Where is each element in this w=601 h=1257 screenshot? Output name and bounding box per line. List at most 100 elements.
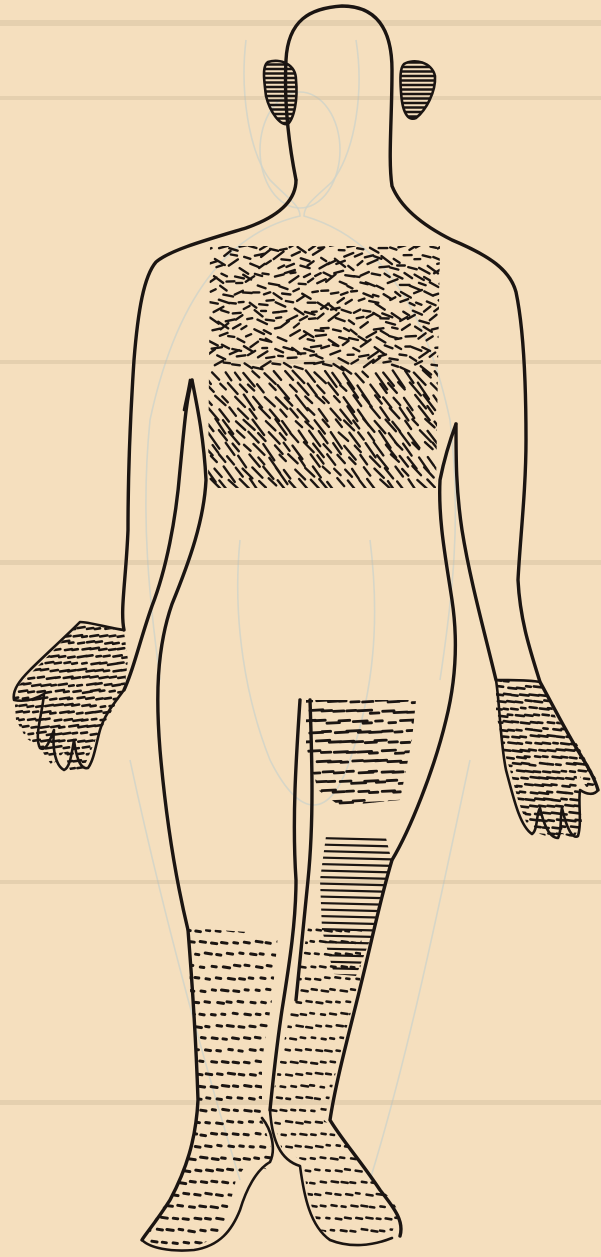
hatch-stroke: [539, 806, 545, 807]
hatch-stroke: [266, 1087, 271, 1088]
hatch-stroke: [249, 978, 253, 979]
hatch-stroke: [50, 699, 56, 700]
hatch-stroke: [321, 1087, 324, 1088]
hatch-stroke: [339, 433, 348, 441]
hatch-stroke: [556, 680, 562, 681]
hatch-stroke: [151, 1169, 156, 1170]
hatch-stroke: [584, 693, 590, 694]
hatch-stroke: [307, 1073, 311, 1074]
hatch-stroke: [333, 345, 338, 346]
hatch-stroke: [15, 642, 23, 643]
hatch-stroke: [311, 1158, 315, 1159]
hatch-stroke: [363, 701, 373, 702]
hatch-stroke: [344, 328, 349, 331]
hatch-stroke: [513, 821, 518, 822]
hatch-stroke: [395, 1050, 399, 1051]
hatch-stroke: [305, 1122, 310, 1123]
hatch-stroke: [69, 685, 74, 686]
hatch-stroke: [10, 677, 15, 678]
hatch-stroke: [332, 1181, 338, 1182]
hatch-stroke: [140, 1097, 146, 1098]
hatch-stroke: [195, 1218, 201, 1219]
hatch-stroke: [113, 685, 120, 686]
hatch-stroke: [45, 774, 52, 775]
hatch-stroke: [95, 683, 101, 684]
hatch-stroke: [240, 1170, 244, 1171]
hatch-stroke: [277, 929, 283, 930]
hatch-stroke: [162, 1170, 168, 1171]
hatch-stroke: [347, 1051, 353, 1052]
hatch-stroke: [173, 1243, 177, 1244]
hatch-stroke: [335, 977, 340, 978]
hatch-stroke: [346, 300, 352, 304]
hatch-stroke: [410, 286, 420, 290]
hatch-stroke: [358, 710, 372, 711]
hatch-stroke: [278, 1206, 281, 1207]
hatch-stroke: [118, 775, 124, 776]
hatch-stroke: [262, 1002, 266, 1003]
hatch-stroke: [146, 966, 153, 967]
hatch-stroke: [261, 978, 265, 979]
hatch-stroke: [10, 706, 17, 707]
hatch-stroke: [345, 470, 352, 477]
hatch-stroke: [360, 1133, 366, 1134]
hatch-stroke: [246, 334, 251, 336]
hatch-stroke: [247, 318, 252, 319]
hatch-stroke: [227, 1097, 231, 1098]
hatch-stroke: [315, 720, 325, 721]
hatch-stroke: [273, 955, 278, 956]
hatch-stroke: [557, 820, 564, 821]
hatch-stroke: [162, 1195, 166, 1196]
hatch-stroke: [255, 1206, 258, 1207]
hatch-stroke: [357, 248, 363, 249]
hatch-stroke: [396, 346, 402, 349]
hatch-stroke: [498, 686, 503, 687]
hatch-stroke: [386, 1218, 392, 1219]
hatch-stroke: [167, 1134, 173, 1135]
hatch-stroke: [413, 722, 425, 723]
hatch-stroke: [387, 1242, 393, 1243]
hatch-stroke: [259, 407, 270, 418]
hatch-stroke: [348, 286, 353, 288]
hatch-stroke: [331, 966, 335, 967]
hatch-stroke: [272, 1027, 278, 1028]
hatch-stroke: [278, 337, 287, 341]
hatch-stroke: [274, 293, 282, 299]
hatch-stroke: [100, 747, 108, 748]
hatch-stroke: [588, 799, 592, 800]
hatch-stroke: [114, 740, 119, 741]
hatch-stroke: [281, 1182, 287, 1183]
hatch-stroke: [391, 1158, 395, 1159]
left-thigh-hatching: [303, 700, 432, 803]
hatch-stroke: [163, 1074, 168, 1075]
hatch-stroke: [229, 1195, 235, 1196]
hatch-stroke: [361, 1038, 367, 1039]
hatch-stroke: [547, 777, 556, 778]
hatch-stroke: [390, 268, 398, 270]
hatch-stroke: [286, 1243, 292, 1244]
hatch-stroke: [151, 1218, 156, 1219]
hatch-stroke: [594, 777, 601, 778]
hatch-stroke: [113, 643, 119, 644]
hatch-stroke: [92, 719, 96, 720]
hatch-stroke: [114, 712, 123, 713]
hatch-stroke: [597, 827, 601, 828]
hatch-stroke: [255, 1158, 259, 1159]
hatch-stroke: [41, 727, 49, 728]
hatch-stroke: [498, 798, 507, 799]
hatch-stroke: [10, 732, 15, 733]
hatch-stroke: [326, 1193, 331, 1194]
hatch-stroke: [566, 778, 573, 779]
hatch-stroke: [366, 1026, 372, 1027]
hatch-stroke: [370, 248, 378, 253]
hatch-stroke: [184, 1193, 189, 1194]
hatch-stroke: [54, 704, 63, 705]
hatch-stroke: [356, 1147, 362, 1148]
hatch-stroke: [565, 680, 571, 681]
hatch-stroke: [184, 1097, 188, 1098]
hatch-stroke: [172, 1074, 176, 1075]
hatch-stroke: [178, 1062, 184, 1063]
hatch-stroke: [32, 655, 39, 656]
hatch-stroke: [272, 1218, 277, 1219]
hatch-stroke: [167, 990, 170, 991]
